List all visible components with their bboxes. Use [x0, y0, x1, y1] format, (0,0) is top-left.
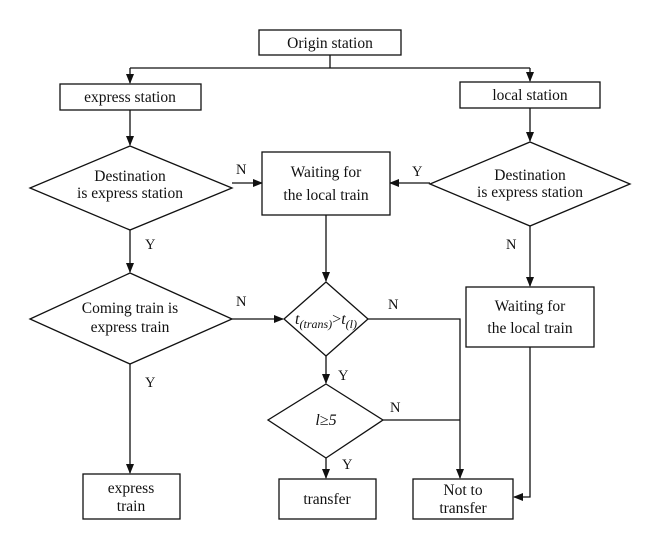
node-waiting-local-right: Waiting for the local train	[465, 286, 595, 348]
waiting-center-line2: the local train	[283, 187, 368, 204]
time-compare-label: t(trans)>t(l)	[295, 311, 357, 331]
node-l-threshold-check: l≥5	[266, 383, 385, 459]
node-express-train: express train	[82, 473, 181, 520]
coming-train-line1: Coming train is	[82, 300, 178, 317]
express-station-label: express station	[84, 89, 176, 106]
destination-left-line1: Destination	[94, 168, 166, 185]
l-threshold-label: l≥5	[315, 412, 336, 429]
node-origin-station: Origin station	[258, 29, 402, 56]
waiting-center-line1: Waiting for	[291, 164, 362, 181]
destination-left-line2: is express station	[77, 185, 183, 202]
edge-labels: N Y Y N N Y N Y N Y	[145, 162, 517, 473]
edge-waiting-right-to-not	[513, 347, 531, 501]
label-coming-no: N	[236, 294, 247, 310]
edges	[126, 55, 534, 501]
destination-right-line2: is express station	[477, 184, 583, 201]
node-express-station: express station	[59, 83, 202, 111]
coming-train-line2: express train	[91, 319, 170, 336]
label-coming-yes: Y	[145, 375, 156, 391]
node-local-station: local station	[459, 81, 601, 109]
label-compare-no: N	[388, 297, 399, 313]
not-to-transfer-line2: transfer	[439, 500, 487, 517]
label-check-no: N	[390, 400, 401, 416]
edge-compare-no	[368, 318, 464, 479]
node-coming-train-check: Coming train is express train	[28, 272, 234, 365]
node-destination-check-left: Destination is express station	[28, 145, 234, 231]
transfer-label: transfer	[303, 491, 351, 508]
node-not-to-transfer: Not to transfer	[412, 478, 514, 520]
label-dest-left-no: N	[236, 162, 247, 178]
label-dest-left-yes: Y	[145, 237, 156, 253]
label-check-yes: Y	[342, 457, 353, 473]
node-time-compare: t(trans)>t(l)	[283, 281, 369, 357]
waiting-right-line2: the local train	[487, 320, 572, 337]
label-compare-yes: Y	[338, 368, 349, 384]
origin-station-label: Origin station	[287, 35, 373, 52]
waiting-right-line1: Waiting for	[495, 298, 566, 315]
node-destination-check-right: Destination is express station	[428, 141, 632, 227]
express-train-line1: express	[108, 480, 155, 497]
local-station-label: local station	[492, 87, 568, 104]
node-waiting-local-center: Waiting for the local train	[261, 151, 391, 216]
node-transfer: transfer	[278, 478, 377, 520]
destination-right-line1: Destination	[494, 167, 566, 184]
label-dest-right-yes: Y	[412, 164, 423, 180]
not-to-transfer-line1: Not to	[443, 482, 482, 499]
label-dest-right-no: N	[506, 237, 517, 253]
express-train-line2: train	[117, 498, 146, 515]
